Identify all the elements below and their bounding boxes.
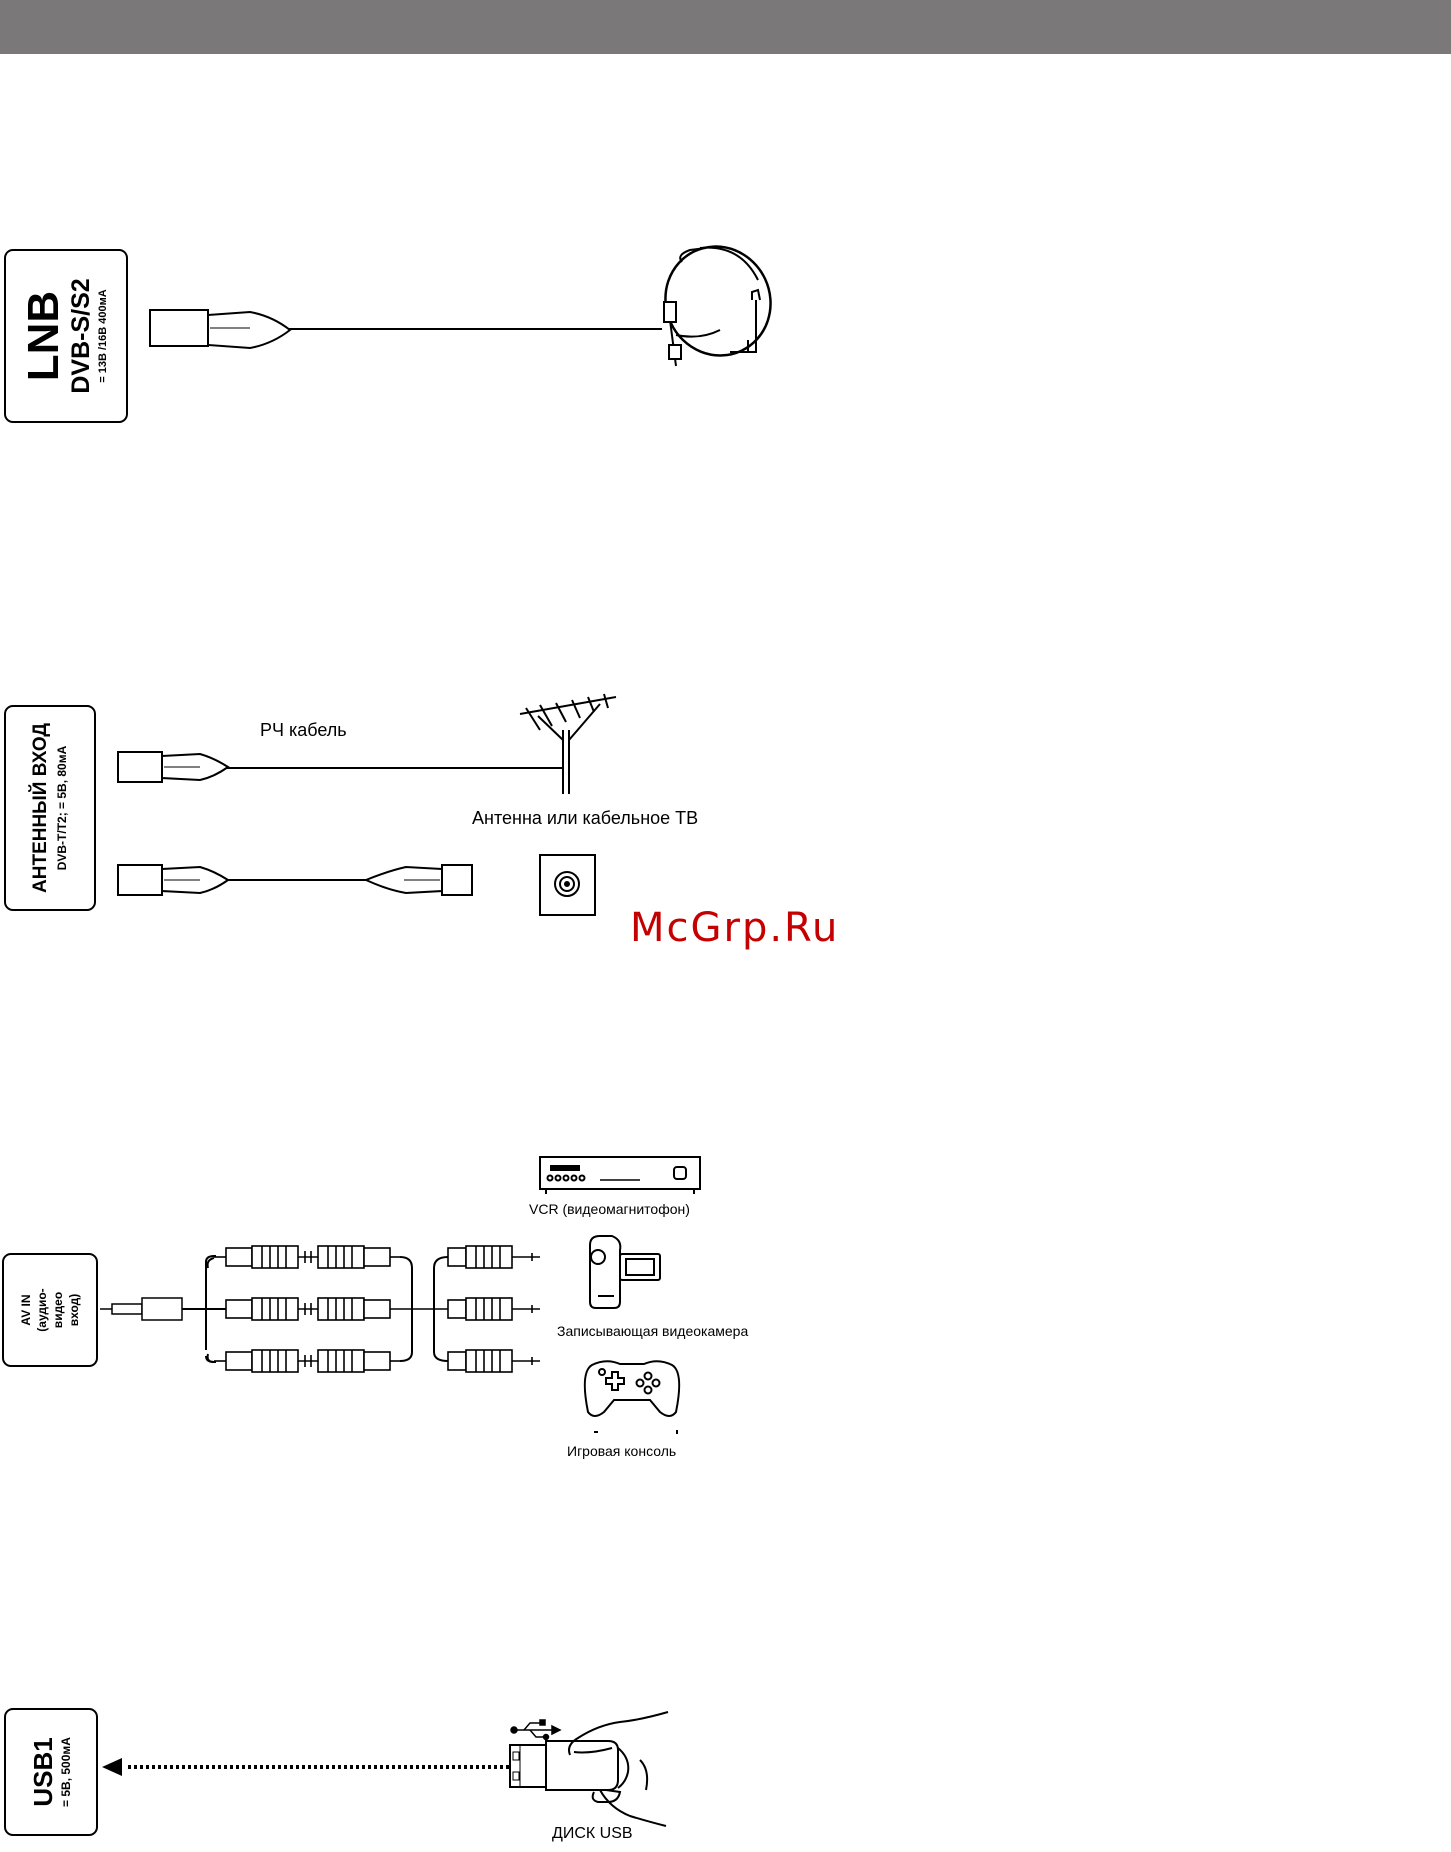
arrow-left-icon <box>102 1758 122 1776</box>
vcr-icon <box>540 1157 700 1194</box>
camcorder-icon <box>590 1236 660 1308</box>
rca-plugs-right <box>448 1246 540 1372</box>
tv-antenna-icon <box>520 694 616 794</box>
rca-plugs-left <box>206 1246 462 1372</box>
rf-connector-top <box>118 752 228 782</box>
usb-symbol-icon <box>511 1720 560 1740</box>
wall-socket-icon <box>540 855 595 915</box>
lnb-connector <box>150 310 290 348</box>
usb-drive-icon <box>510 1741 618 1790</box>
av-split-left <box>206 1258 226 1362</box>
rf-connector-bottom-left <box>118 865 228 895</box>
gamepad-icon <box>585 1361 679 1434</box>
rf-connector-bottom-right <box>366 865 472 895</box>
satellite-dish-icon <box>648 229 789 373</box>
